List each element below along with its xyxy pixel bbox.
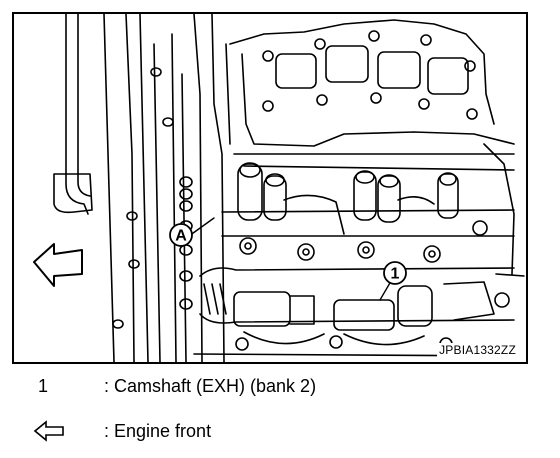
- figure-id-label: JPBIA1332ZZ: [437, 343, 518, 357]
- engine-line-drawing: [33, 14, 525, 362]
- legend-text-camshaft: : Camshaft (EXH) (bank 2): [104, 376, 317, 396]
- callout-1-marker: 1: [383, 261, 407, 285]
- legend-key-number: 1: [38, 376, 49, 396]
- callout-a-marker: A: [169, 223, 193, 247]
- callout-1-label: 1: [391, 266, 400, 283]
- arrow-left-outline-icon: [33, 243, 83, 287]
- arrow-left-outline-icon: [32, 420, 92, 442]
- callout-a-label: A: [175, 228, 187, 245]
- legend-text-engine-front: : Engine front: [104, 421, 212, 441]
- engine-diagram: A 1 JPBIA1332ZZ: [12, 12, 528, 364]
